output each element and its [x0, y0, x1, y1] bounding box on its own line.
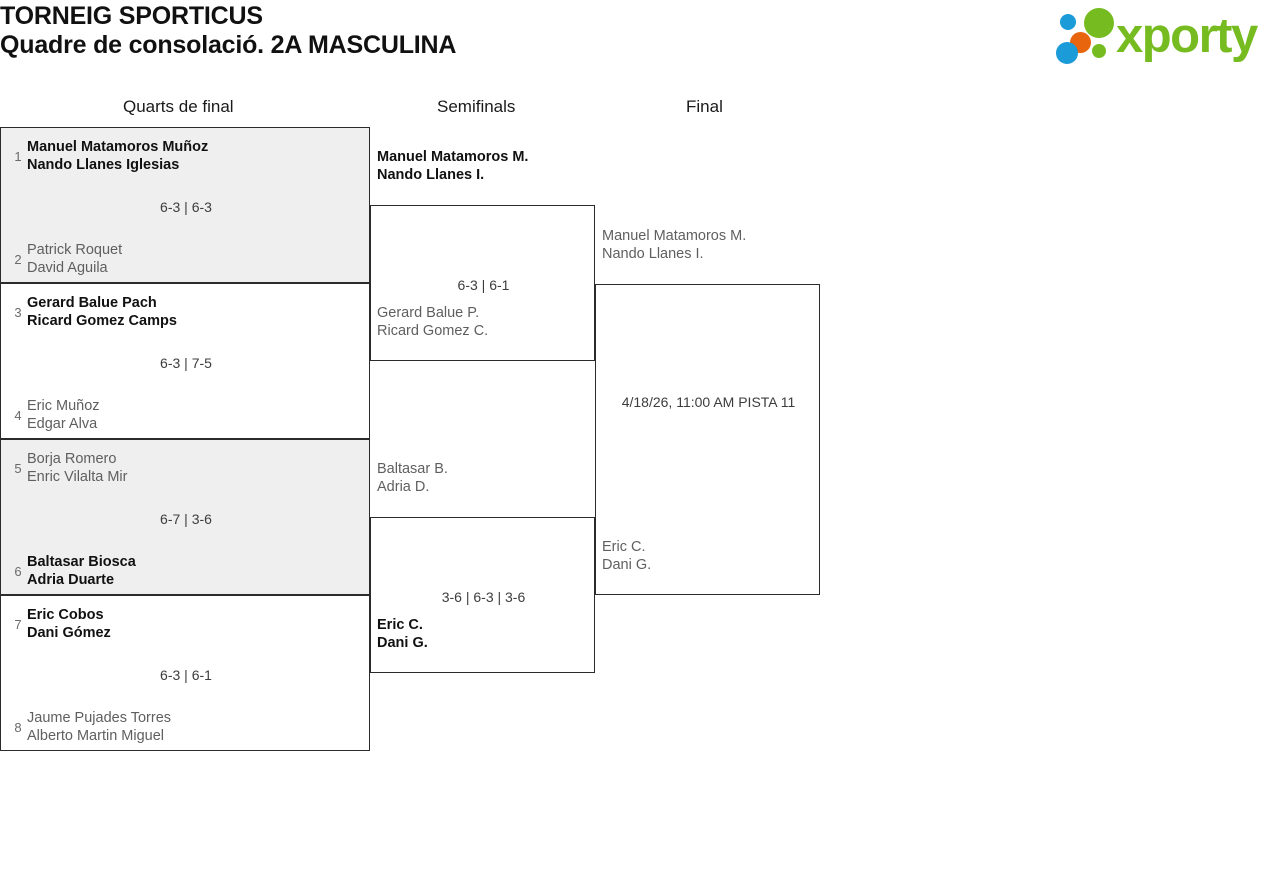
- player-name: Baltasar B.: [377, 461, 448, 477]
- player-name: Dani G.: [602, 557, 652, 573]
- team-entry[interactable]: Baltasar B. Adria D.: [377, 460, 448, 496]
- match-score: 6-7 | 3-6: [160, 511, 212, 527]
- match-score: 6-3 | 7-5: [160, 355, 212, 371]
- logo-dot-green-small: [1092, 44, 1106, 58]
- player-name: Manuel Matamoros Muñoz: [27, 139, 209, 155]
- player-name: Eric Muñoz: [27, 398, 100, 414]
- seed-number: 1: [14, 148, 22, 164]
- player-name: Adria Duarte: [27, 572, 115, 588]
- match-quarterfinal-3[interactable]: 5 Borja Romero Enric Vilalta Mir 6-7 | 3…: [0, 439, 370, 595]
- team-entry[interactable]: 7 Eric Cobos Dani Gómez: [9, 606, 111, 642]
- player-name: Manuel Matamoros M.: [602, 228, 747, 244]
- player-name: Eric C.: [377, 617, 423, 633]
- team-entry[interactable]: Manuel Matamoros M. Nando Llanes I.: [602, 227, 746, 263]
- team-entry[interactable]: 8 Jaume Pujades Torres Alberto Martin Mi…: [9, 709, 171, 745]
- player-name: Dani Gómez: [27, 625, 111, 641]
- logo-dots-icon: [1052, 6, 1124, 66]
- player-name: Baltasar Biosca: [27, 554, 136, 570]
- match-quarterfinal-2[interactable]: 3 Gerard Balue Pach Ricard Gomez Camps 6…: [0, 283, 370, 439]
- match-score: 6-3 | 6-1: [160, 667, 212, 683]
- seed-number: 8: [14, 719, 22, 735]
- player-name: Ricard Gomez C.: [377, 323, 489, 339]
- logo-dot-green-large: [1084, 8, 1114, 38]
- team-entry[interactable]: Eric C. Dani G.: [602, 538, 651, 574]
- match-score: 6-3 | 6-3: [160, 199, 212, 215]
- page-subtitle: Quadre de consolació. 2A MASCULINA: [0, 31, 457, 59]
- column-header-semifinals: Semifinals: [437, 97, 516, 116]
- column-header-final: Final: [686, 97, 723, 116]
- match-score: 3-6 | 6-3 | 3-6: [441, 589, 526, 605]
- team-entry[interactable]: Manuel Matamoros M. Nando Llanes I.: [377, 148, 528, 184]
- page-header: TORNEIG SPORTICUS Quadre de consolació. …: [0, 0, 1280, 72]
- player-name: Borja Romero: [27, 451, 117, 467]
- logo-wordmark: xporty: [1116, 9, 1258, 63]
- title-block: TORNEIG SPORTICUS Quadre de consolació. …: [0, 2, 456, 60]
- team-entry[interactable]: 6 Baltasar Biosca Adria Duarte: [9, 553, 136, 589]
- seed-number: 6: [14, 563, 22, 579]
- player-name: Enric Vilalta Mir: [27, 469, 128, 485]
- team-entry[interactable]: 1 Manuel Matamoros Muñoz Nando Llanes Ig…: [9, 138, 208, 174]
- player-name: Eric Cobos: [27, 607, 104, 623]
- team-entry[interactable]: 5 Borja Romero Enric Vilalta Mir: [9, 450, 127, 486]
- player-name: Nando Llanes I.: [377, 167, 485, 183]
- player-name: Patrick Roquet: [27, 242, 123, 258]
- player-name: Ricard Gomez Camps: [27, 313, 177, 329]
- match-quarterfinal-4[interactable]: 7 Eric Cobos Dani Gómez 6-3 | 6-1 8 Jaum…: [0, 595, 370, 751]
- match-final[interactable]: 4/18/26, 11:00 AM PISTA 11: [595, 284, 820, 595]
- team-entry[interactable]: 3 Gerard Balue Pach Ricard Gomez Camps: [9, 294, 177, 330]
- player-name: Dani G.: [377, 635, 428, 651]
- player-name: Nando Llanes Iglesias: [27, 157, 180, 173]
- seed-number: 3: [14, 304, 22, 320]
- player-name: Gerard Balue Pach: [27, 295, 157, 311]
- seed-number: 2: [14, 251, 22, 267]
- player-name: Manuel Matamoros M.: [377, 149, 529, 165]
- logo-dot-blue-top: [1060, 14, 1076, 30]
- column-header-quarterfinals: Quarts de final: [123, 97, 234, 116]
- seed-number: 7: [14, 616, 22, 632]
- player-name: Nando Llanes I.: [602, 246, 704, 262]
- match-quarterfinal-1[interactable]: 1 Manuel Matamoros Muñoz Nando Llanes Ig…: [0, 127, 370, 283]
- match-semifinal-1[interactable]: 6-3 | 6-1: [370, 205, 595, 361]
- match-semifinal-2[interactable]: 3-6 | 6-3 | 3-6: [370, 517, 595, 673]
- tournament-name: TORNEIG SPORTICUS: [0, 2, 263, 30]
- match-schedule: 4/18/26, 11:00 AM PISTA 11: [621, 394, 796, 410]
- logo-dot-blue-bottom: [1056, 42, 1078, 64]
- xporty-logo[interactable]: xporty: [1052, 6, 1276, 66]
- player-name: Jaume Pujades Torres: [27, 710, 172, 726]
- seed-number: 4: [14, 407, 22, 423]
- team-entry[interactable]: 2 Patrick Roquet David Aguila: [9, 241, 122, 277]
- team-entry[interactable]: Eric C. Dani G.: [377, 616, 428, 652]
- team-entry[interactable]: 4 Eric Muñoz Edgar Alva: [9, 397, 100, 433]
- match-score: 6-3 | 6-1: [457, 277, 510, 293]
- player-name: Gerard Balue P.: [377, 305, 480, 321]
- team-entry[interactable]: Gerard Balue P. Ricard Gomez C.: [377, 304, 488, 340]
- player-name: David Aguila: [27, 260, 108, 276]
- player-name: Alberto Martin Miguel: [27, 728, 164, 744]
- player-name: Eric C.: [602, 539, 646, 555]
- player-name: Adria D.: [377, 479, 430, 495]
- seed-number: 5: [14, 460, 22, 476]
- player-name: Edgar Alva: [27, 416, 98, 432]
